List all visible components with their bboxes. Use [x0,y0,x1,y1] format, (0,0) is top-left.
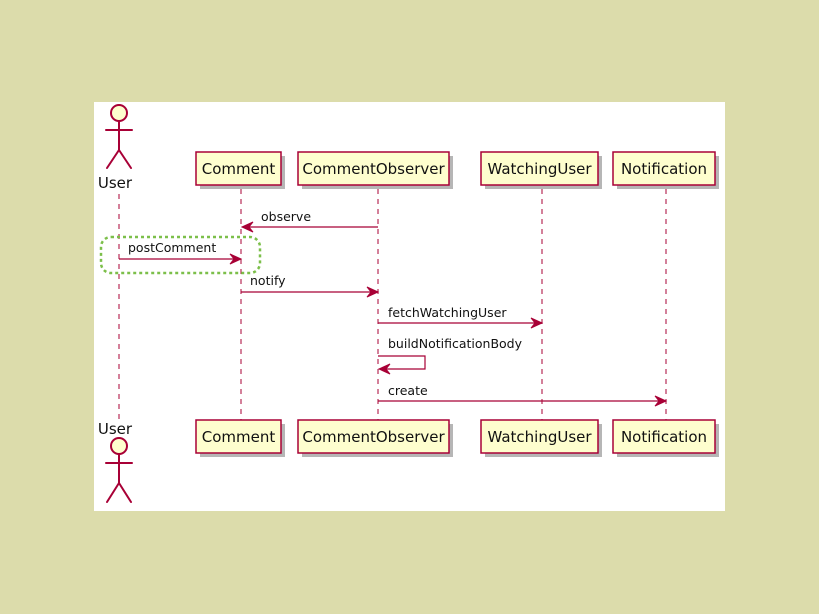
svg-text:Comment: Comment [202,428,276,446]
actor-label: User [98,174,133,192]
stick-figure-actor-icon [105,437,133,503]
stick-figure-actor-icon [105,104,133,169]
message-build-notification-body: buildNotificationBody [377,336,523,375]
message-label: create [388,383,428,398]
participant-comment-observer-top: CommentObserver [297,151,453,189]
svg-text:CommentObserver: CommentObserver [302,428,445,446]
arrow-right-icon [654,395,668,407]
participant-watching-user-top: WatchingUser [480,151,602,189]
arrow-left-icon [240,221,254,233]
message-label: fetchWatchingUser [388,305,507,320]
participant-notification-bottom: Notification [612,419,719,457]
message-fetch-watching-user: fetchWatchingUser [378,305,544,329]
message-post-comment: postComment [99,235,262,275]
message-notify: notify [241,273,380,298]
participant-watching-user-bottom: WatchingUser [480,419,602,457]
svg-text:WatchingUser: WatchingUser [487,160,592,178]
sequence-diagram: User User Comment CommentObserver [94,102,725,511]
svg-text:Comment: Comment [202,160,276,178]
sequence-diagram-canvas: User User Comment CommentObserver [98,104,719,503]
message-observe: observe [240,209,378,233]
actor-user-top: User [98,104,133,192]
arrow-right-icon [366,286,380,298]
actor-label: User [98,420,133,438]
svg-text:WatchingUser: WatchingUser [487,428,592,446]
message-label: notify [250,273,286,288]
message-label: postComment [128,240,216,255]
highlight-box [99,235,262,275]
arrow-left-icon [377,363,391,375]
actor-user-bottom: User [98,420,133,503]
svg-text:CommentObserver: CommentObserver [302,160,445,178]
message-label: buildNotificationBody [388,336,523,351]
arrow-right-icon [530,317,544,329]
participant-comment-top: Comment [195,151,285,189]
svg-text:Notification: Notification [621,428,707,446]
participant-comment-observer-bottom: CommentObserver [297,419,453,457]
svg-text:Notification: Notification [621,160,707,178]
participant-comment-bottom: Comment [195,419,285,457]
message-create: create [378,383,668,407]
arrow-right-icon [229,253,243,265]
message-label: observe [261,209,311,224]
participant-notification-top: Notification [612,151,719,189]
